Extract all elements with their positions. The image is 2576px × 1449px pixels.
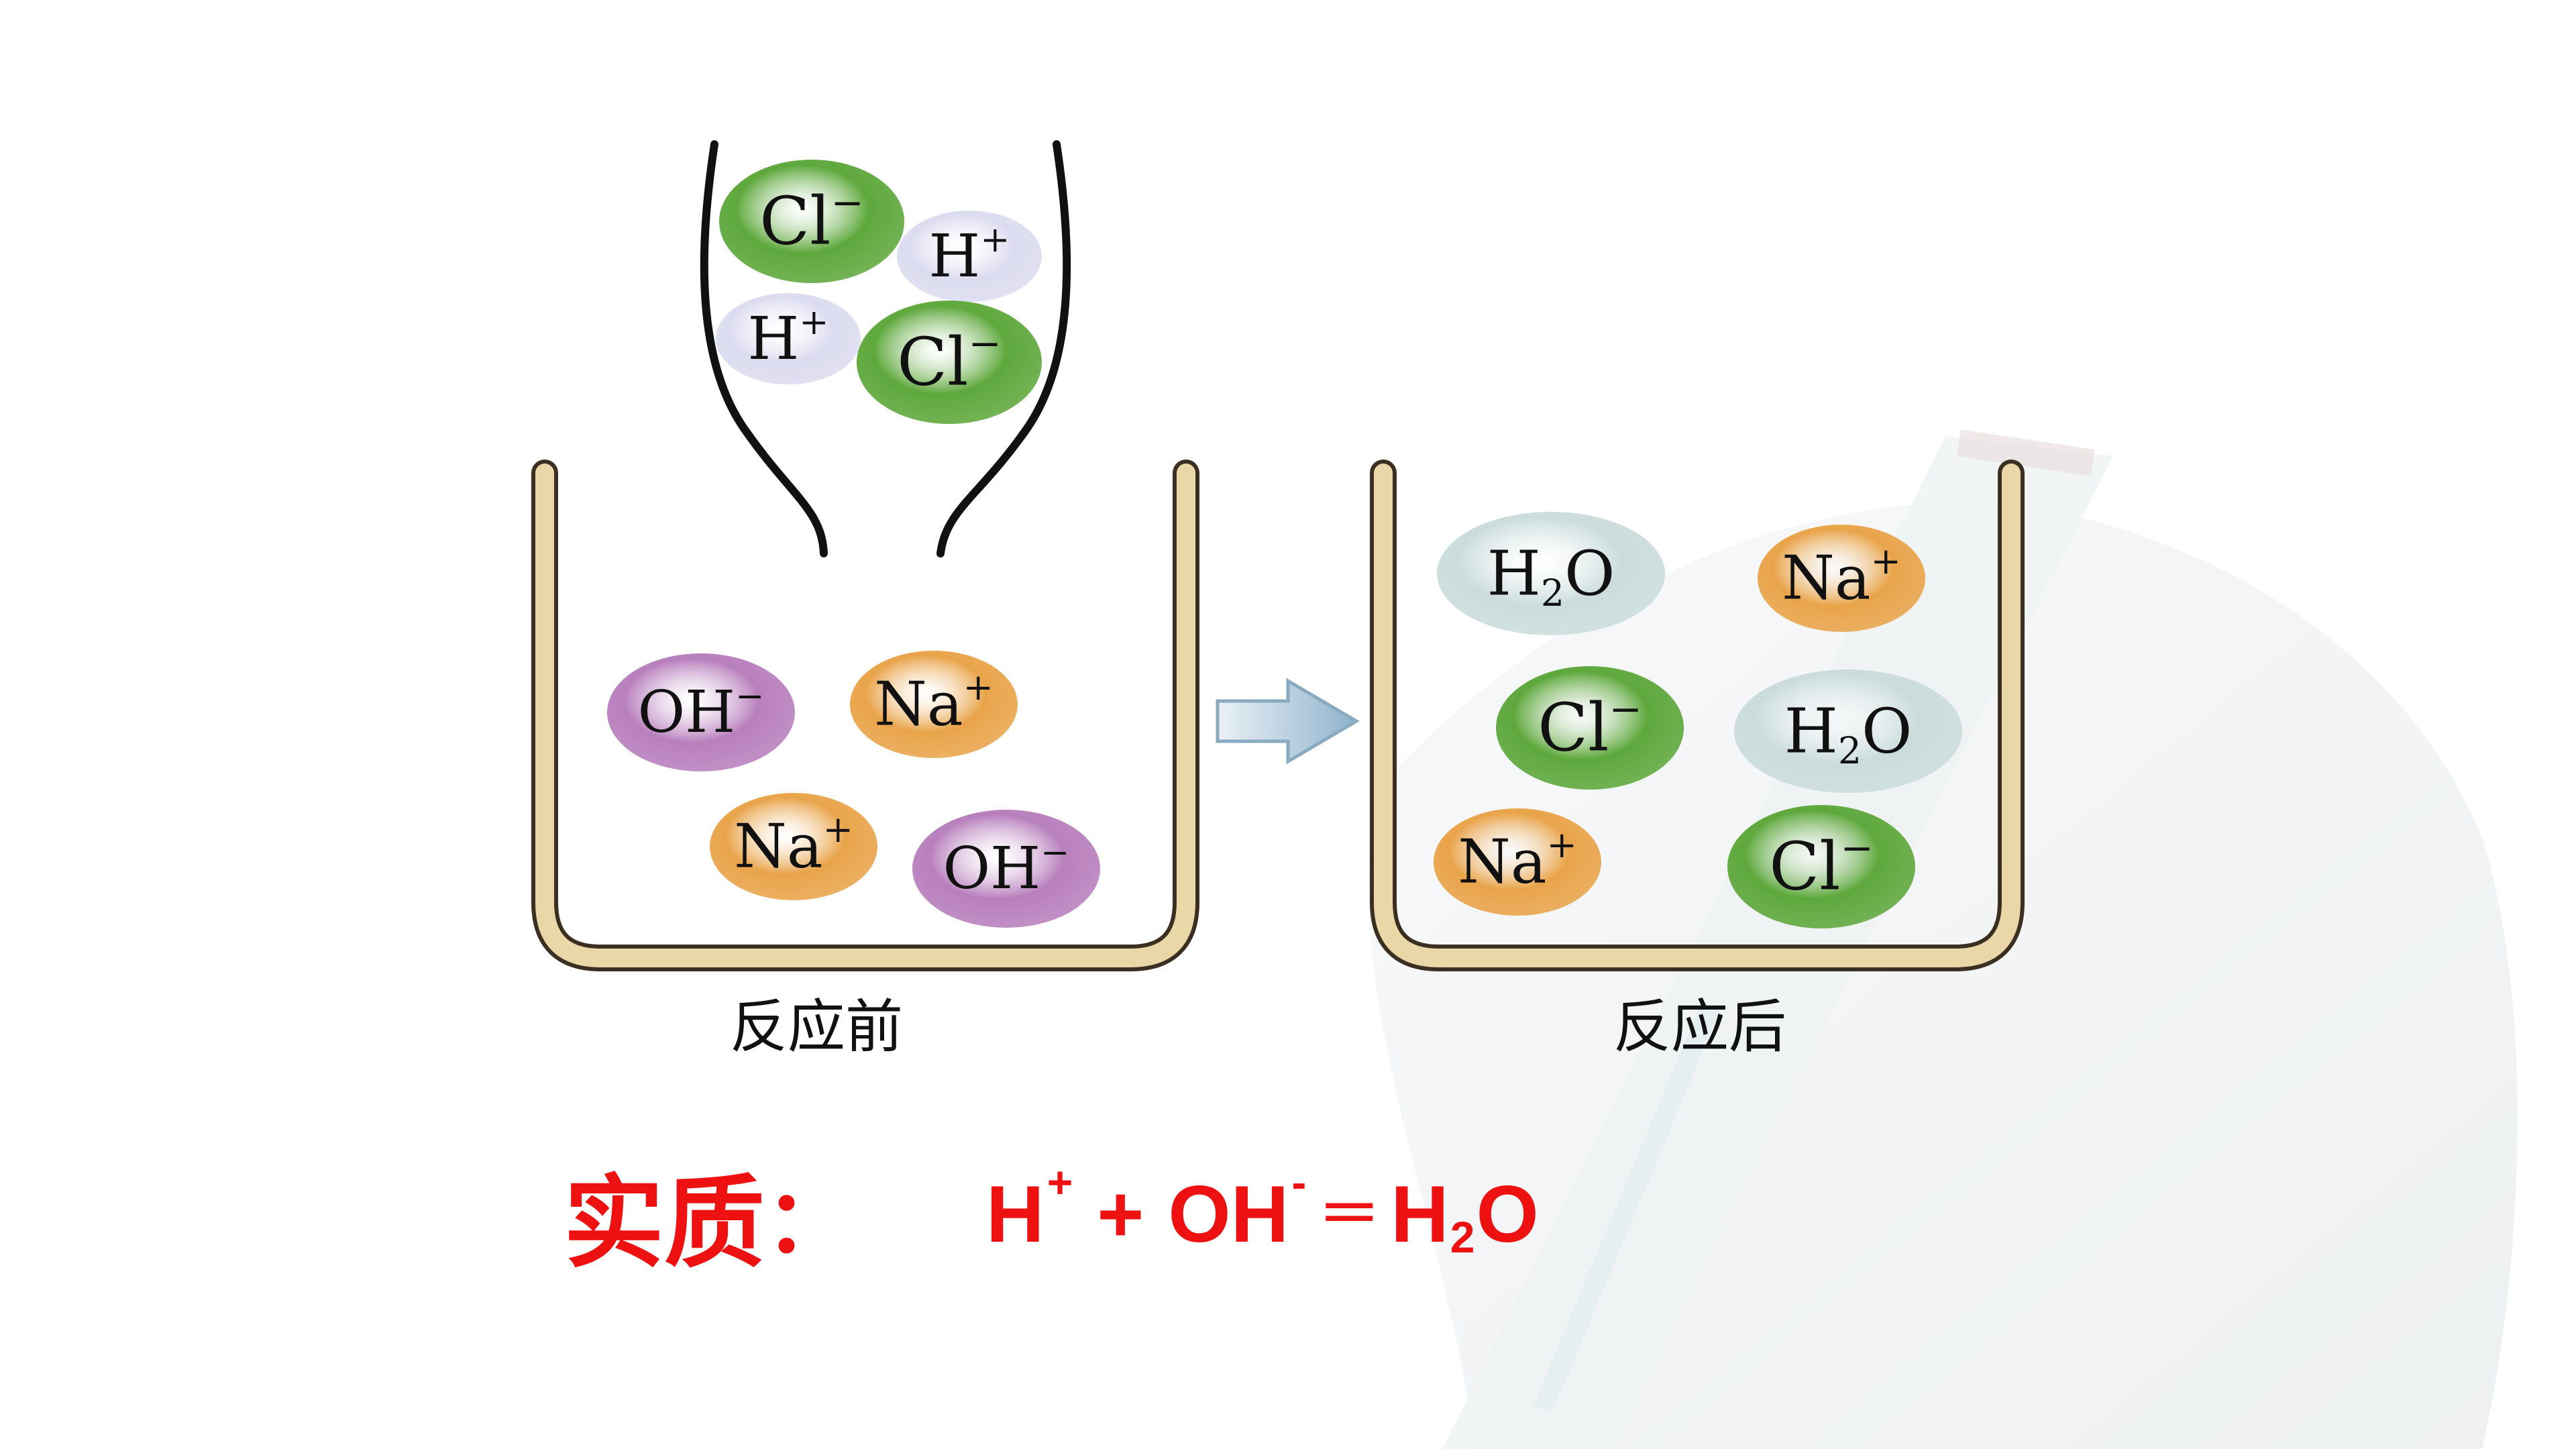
ion-label: H2O (1784, 695, 1913, 773)
ionic-equation: 实质 ： H + + OH - == H 2 O (564, 1140, 1539, 1288)
ion-h2o: H2O (1437, 512, 1665, 635)
ion-label: OH− (943, 833, 1070, 902)
ion-na: Na+ (1434, 808, 1601, 916)
ion-na: Na+ (850, 651, 1018, 758)
ion-bubble (607, 653, 795, 771)
ion-h: H+ (897, 211, 1042, 302)
ion-cl: Cl− (857, 301, 1042, 424)
ion-bubble (897, 211, 1042, 302)
equation-oh-symbol: OH (1168, 1169, 1289, 1259)
ion-bubble (912, 810, 1100, 928)
equation-plus: + (1097, 1169, 1144, 1259)
equation-h-charge: + (1046, 1157, 1073, 1207)
ion-label: Cl− (759, 179, 864, 260)
ion-label: H+ (929, 219, 1010, 290)
caption-before-reaction: 反应前 (730, 994, 903, 1061)
ion-oh: OH− (912, 810, 1100, 928)
ion-label: H2O (1487, 537, 1615, 615)
ion-bubble (719, 160, 904, 283)
beaker-icon (531, 460, 1199, 971)
equation-h2o-o: O (1476, 1169, 1539, 1259)
ion-cl: Cl− (1727, 805, 1915, 928)
ion-label: Na+ (734, 808, 853, 882)
dropper-funnel-icon (700, 140, 1071, 557)
ion-bubble (1758, 525, 1925, 632)
equation-colon: ： (765, 1171, 853, 1273)
equation-h2o-subscript: 2 (1450, 1212, 1475, 1262)
ion-layer: Cl− H+ H+ Cl− OH− Na+ Na+ OH− H2O Na+ Cl− H2O Na+ Cl− (607, 160, 1962, 928)
ion-cl: Cl− (1496, 666, 1684, 790)
ion-bubble (1496, 666, 1684, 790)
equation-oh-charge: - (1291, 1157, 1307, 1207)
equation-h-symbol: H (986, 1169, 1044, 1259)
ion-label: H+ (748, 302, 829, 373)
ion-label: Na+ (1458, 824, 1577, 898)
ion-label: Cl− (1538, 686, 1642, 766)
ion-bubble (857, 301, 1042, 424)
ion-label: Cl− (897, 320, 1002, 400)
ion-label: OH− (638, 676, 765, 746)
ion-bubble (1437, 512, 1665, 635)
equation-label: 实质 (564, 1163, 765, 1282)
equation-equals: == (1324, 1185, 1375, 1238)
ion-bubble (1734, 669, 1962, 793)
ion-na: Na+ (710, 793, 877, 900)
ion-h: H+ (716, 293, 861, 384)
ion-label: Na+ (874, 666, 994, 740)
ion-bubble (850, 651, 1018, 758)
beaker-icon (1370, 460, 2025, 971)
ion-label: Cl− (1769, 824, 1874, 905)
ion-cl: Cl− (719, 160, 904, 283)
ion-label: Na+ (1782, 540, 1901, 614)
ion-bubble (716, 293, 861, 384)
ion-na: Na+ (1758, 525, 1925, 632)
equation-h2o-h: H (1391, 1169, 1449, 1259)
ion-oh: OH− (607, 653, 795, 771)
ion-bubble (1434, 808, 1601, 916)
ion-h2o: H2O (1734, 669, 1962, 793)
arrow-right-icon (1216, 678, 1360, 765)
ion-bubble (710, 793, 877, 900)
caption-after-reaction: 反应后 (1613, 994, 1786, 1061)
ion-bubble (1727, 805, 1915, 928)
